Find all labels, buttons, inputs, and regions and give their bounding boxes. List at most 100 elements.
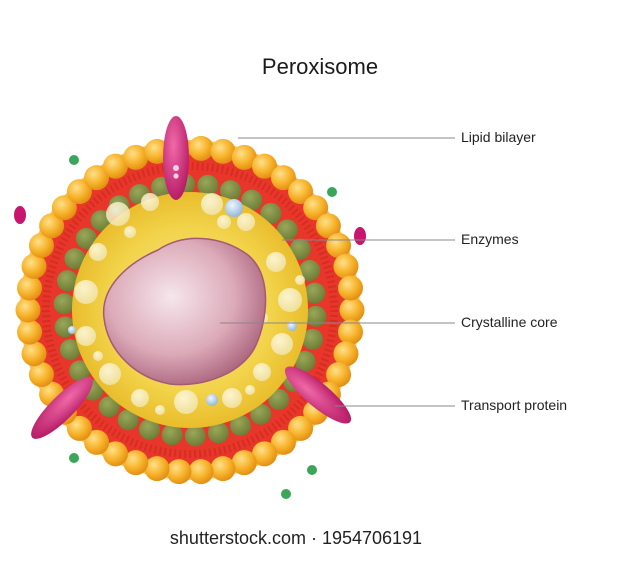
surface-dot (69, 155, 79, 165)
lipid-bead (84, 429, 110, 455)
lipid-bead (102, 441, 128, 467)
lipid-bead (288, 179, 314, 205)
protein-stub-left (14, 206, 26, 224)
surface-dot (69, 453, 79, 463)
enzyme-vesicle (271, 333, 293, 355)
lipid-bead (66, 179, 92, 205)
enzyme-vesicle (253, 363, 271, 381)
surface-dot (281, 489, 291, 499)
crystalline-core (102, 237, 267, 386)
lipid-bead (17, 275, 43, 301)
lipid-bead (21, 341, 47, 367)
lipid-bead (339, 297, 365, 323)
inner-lipid-bead (207, 422, 229, 444)
inner-lipid-bead (260, 202, 282, 224)
inner-lipid-bead (305, 305, 327, 327)
inner-lipid-bead (98, 396, 120, 418)
inner-lipid-bead (302, 328, 324, 350)
lipid-bead (337, 275, 363, 301)
lipid-bead (39, 213, 65, 239)
inner-lipid-bead (294, 350, 316, 372)
lipid-bead (315, 213, 341, 239)
surface-dot (327, 187, 337, 197)
enzyme-vesicle (131, 389, 149, 407)
enzyme-vesicle (217, 215, 231, 229)
lipid-bead (123, 450, 149, 476)
lipid-bead (231, 144, 257, 170)
enzyme-vesicle (124, 226, 136, 238)
enzyme-vesicle (93, 351, 103, 361)
lipid-bead (326, 362, 352, 388)
lipid-bead (51, 195, 77, 221)
inner-lipid-bead (219, 180, 241, 202)
inner-lipid-bead (53, 293, 75, 315)
inner-lipid-bead (276, 219, 298, 241)
surface-dots (69, 155, 337, 499)
lipid-bead (303, 195, 329, 221)
inner-lipid-bead (56, 270, 78, 292)
label-enzymes: Enzymes (461, 231, 519, 247)
protein-stub-right (354, 227, 366, 245)
lipid-bead (28, 232, 54, 258)
enzyme-vesicles (68, 193, 305, 415)
enzyme-vesicle (155, 405, 165, 415)
inner-lipid-bead (59, 339, 81, 361)
enzyme-vesicle (245, 385, 255, 395)
lipid-bead (66, 415, 92, 441)
enzyme-vesicle (174, 390, 198, 414)
inner-lipid-bead (268, 388, 290, 410)
label-crystalline-core: Crystalline core (461, 314, 558, 330)
lipid-bead (21, 253, 47, 279)
enzyme-vesicle (76, 326, 96, 346)
inner-lipid-bead (229, 414, 251, 436)
enzyme-vesicle (74, 280, 98, 304)
lipid-bead (270, 165, 296, 191)
lipid-bead (326, 232, 352, 258)
lipid-bead (210, 456, 236, 482)
lipid-bead (333, 341, 359, 367)
inner-lipid-bead (197, 174, 219, 196)
watermark-text: shutterstock.com · 1954706191 (169, 528, 423, 548)
inner-lipid-bead (289, 238, 311, 260)
lipid-bead (333, 253, 359, 279)
label-transport-protein: Transport protein (461, 397, 568, 413)
channel-dot (173, 165, 179, 171)
enzyme-vesicle (237, 213, 255, 231)
enzyme-vesicle-blue (68, 326, 76, 334)
enzyme-vesicle (278, 288, 302, 312)
inner-lipid-bead (241, 189, 263, 211)
lipid-bead (288, 415, 314, 441)
leader-lines (220, 137, 455, 407)
enzyme-vesicle (295, 275, 305, 285)
enzyme-vesicle-blue (206, 394, 218, 406)
inner-lipid-bead (250, 403, 272, 425)
lipid-bead (231, 450, 257, 476)
lipid-bead (15, 297, 41, 323)
enzyme-vesicle (201, 193, 223, 215)
enzyme-vesicle (222, 388, 242, 408)
surface-dot (307, 465, 317, 475)
enzyme-vesicle (106, 202, 130, 226)
inner-lipid-bead (139, 418, 161, 440)
lipid-tails (42, 162, 338, 458)
inner-lipid-bead (299, 259, 321, 281)
diagram-title: Peroxisome (261, 54, 379, 79)
enzyme-vesicle (89, 243, 107, 261)
lipid-bead (337, 319, 363, 345)
lipid-bead (210, 138, 236, 164)
inner-lipid-bead (69, 360, 91, 382)
enzyme-vesicle-blue (225, 199, 243, 217)
inner-lipid-bead (117, 409, 139, 431)
enzyme-vesicle (141, 193, 159, 211)
lipid-bead (84, 165, 110, 191)
lipid-bead (123, 144, 149, 170)
peroxisome (14, 116, 366, 499)
inner-lipid-bead (161, 424, 183, 446)
lipid-bead (188, 135, 214, 161)
lipid-bead (144, 456, 170, 482)
label-lipid-bilayer: Lipid bilayer (461, 129, 536, 145)
inner-lipid-bead (184, 425, 206, 447)
lipid-bead (166, 459, 192, 485)
lipid-bead (252, 441, 278, 467)
